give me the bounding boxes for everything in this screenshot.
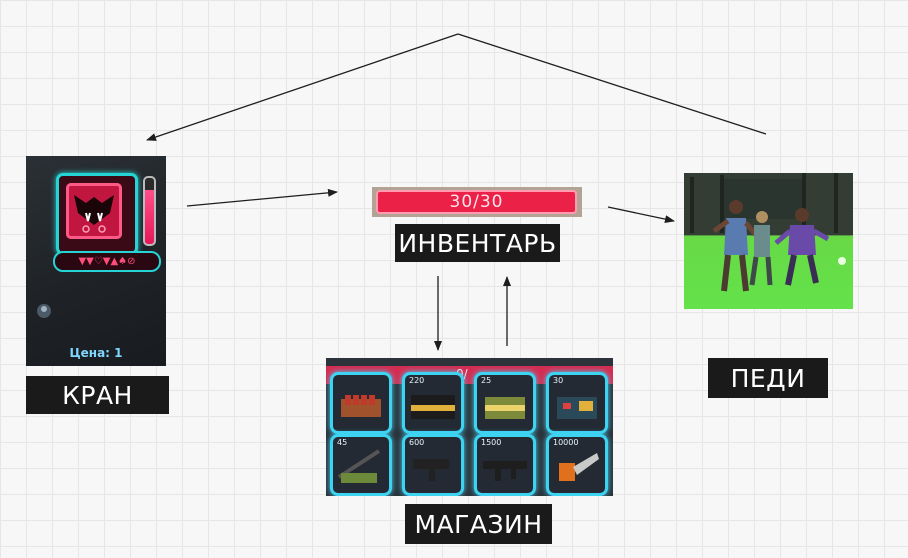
shop-item-machine-gun: 1500 <box>474 434 536 496</box>
inventory-bar-image: 30/30 <box>372 187 582 217</box>
zombie-figure <box>749 211 773 286</box>
vampire-emblem-icon <box>56 173 138 255</box>
arrow-kran-to-inventory <box>186 188 338 207</box>
small-character-icon <box>37 304 51 318</box>
pedi-scene-image <box>684 173 853 309</box>
blue-ammo-icon <box>557 397 597 419</box>
ability-icons-row: ▼▼♡▼▲♠⊘ <box>53 251 161 272</box>
shell-box-icon <box>411 395 455 419</box>
shop-item-chainsaw: 10000 <box>546 434 608 496</box>
kran-card-image: ▼▼♡▼▲♠⊘ Цена: 1 <box>26 156 166 366</box>
chainsaw-icon <box>559 453 599 481</box>
shop-item-green-ammo: 25 <box>474 372 536 434</box>
zombie-figure <box>774 208 830 286</box>
shop-item-smg: 600 <box>402 434 464 496</box>
shop-item-blue-ammo: 30 <box>546 372 608 434</box>
ammo-box-icon <box>341 395 381 417</box>
green-ammo-icon <box>485 397 525 419</box>
arrow-top-to-kran <box>146 33 459 141</box>
arrow-inventory-to-pedi <box>607 206 675 224</box>
shop-item-ammo <box>330 372 392 434</box>
shop-item-rifle: 45 <box>330 434 392 496</box>
label-kran: КРАН <box>26 376 169 414</box>
label-pedi: ПЕДИ <box>708 358 828 398</box>
shop-image: 0/ 220 25 30 45 <box>326 358 613 496</box>
smg-icon <box>413 459 449 481</box>
label-shop: МАГАЗИН <box>405 504 552 544</box>
inventory-count: 30/30 <box>376 190 577 214</box>
price-label: Цена: 1 <box>69 346 123 360</box>
machine-gun-icon <box>483 461 527 481</box>
shop-item-shell-box: 220 <box>402 372 464 434</box>
line-top-to-pedi <box>457 33 767 135</box>
zombie-figure <box>712 200 758 292</box>
charge-meter <box>143 176 156 246</box>
label-inventory: ИНВЕНТАРЬ <box>395 224 560 262</box>
rifle-icon <box>337 449 381 483</box>
